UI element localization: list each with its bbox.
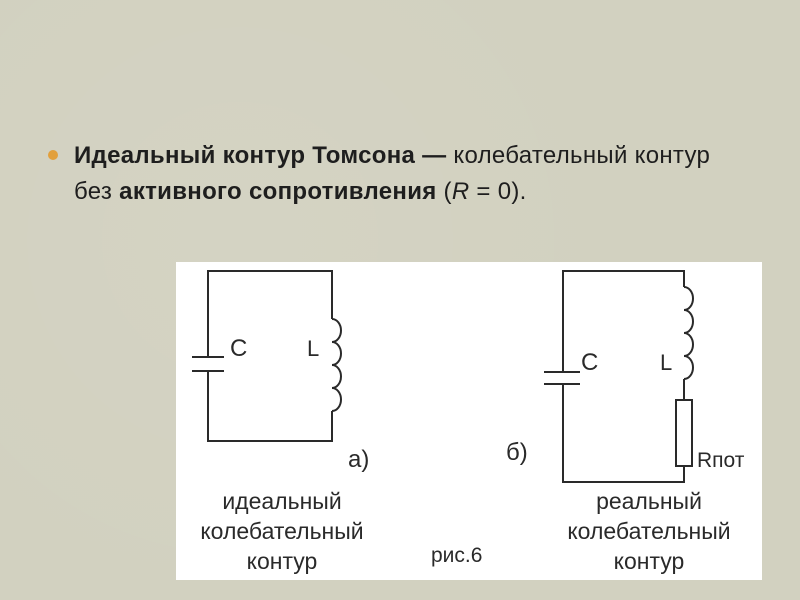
circuit-a-caption-line-1: идеальный [222,488,341,514]
bullet-marker [48,150,58,160]
paren-open: ( [436,178,452,205]
circuit-b-inductor-label: L [660,350,672,375]
resistance-symbol: R [451,178,470,205]
circuit-figure: C L а) идеальный колебательный контур б)… [176,262,762,580]
circuit-a-caption-line-2: колебательный [200,518,363,544]
circuit-b-tag: б) [506,439,528,466]
circuit-a-tag: а) [348,446,369,473]
circuit-diagrams-svg: C L а) идеальный колебательный контур б)… [192,270,745,574]
bullet-point: Идеальный контур Томсона — колебательный… [48,138,748,210]
circuit-b-capacitor-label: C [581,349,598,376]
definition-text: колебательный контур без [74,142,711,205]
circuit-b-caption-line-2: колебательный [567,518,730,544]
circuit-a-wire-left-bottom [207,371,333,442]
figure-number: рис.6 [431,544,482,567]
term-active-resistance: активного сопротивления [119,178,437,205]
bullet-text: Идеальный контур Томсона — колебательный… [74,138,748,210]
circuit-a-inductor-coil [331,318,342,412]
term-ideal-thomson-circuit: Идеальный контур Томсона — [74,142,447,169]
circuit-a-capacitor-label: C [230,335,247,362]
circuit-b-resistor-label: Rпот [697,449,745,472]
circuit-a-caption-line-3: контур [247,548,318,574]
circuit-b-caption-line-3: контур [614,548,685,574]
circuit-b-inductor-coil [683,286,694,380]
circuit-a-inductor-label: L [307,336,319,361]
circuit-b [544,270,694,483]
circuit-b-wire-left-bottom [562,384,685,483]
circuit-b-resistor [675,399,693,467]
circuit-a-wire-left-top [207,270,333,357]
circuit-b-caption-line-1: реальный [596,488,702,514]
circuit-b-wire-left-top [562,270,685,372]
circuit-a [192,270,342,442]
equation-tail: = 0). [469,178,527,205]
